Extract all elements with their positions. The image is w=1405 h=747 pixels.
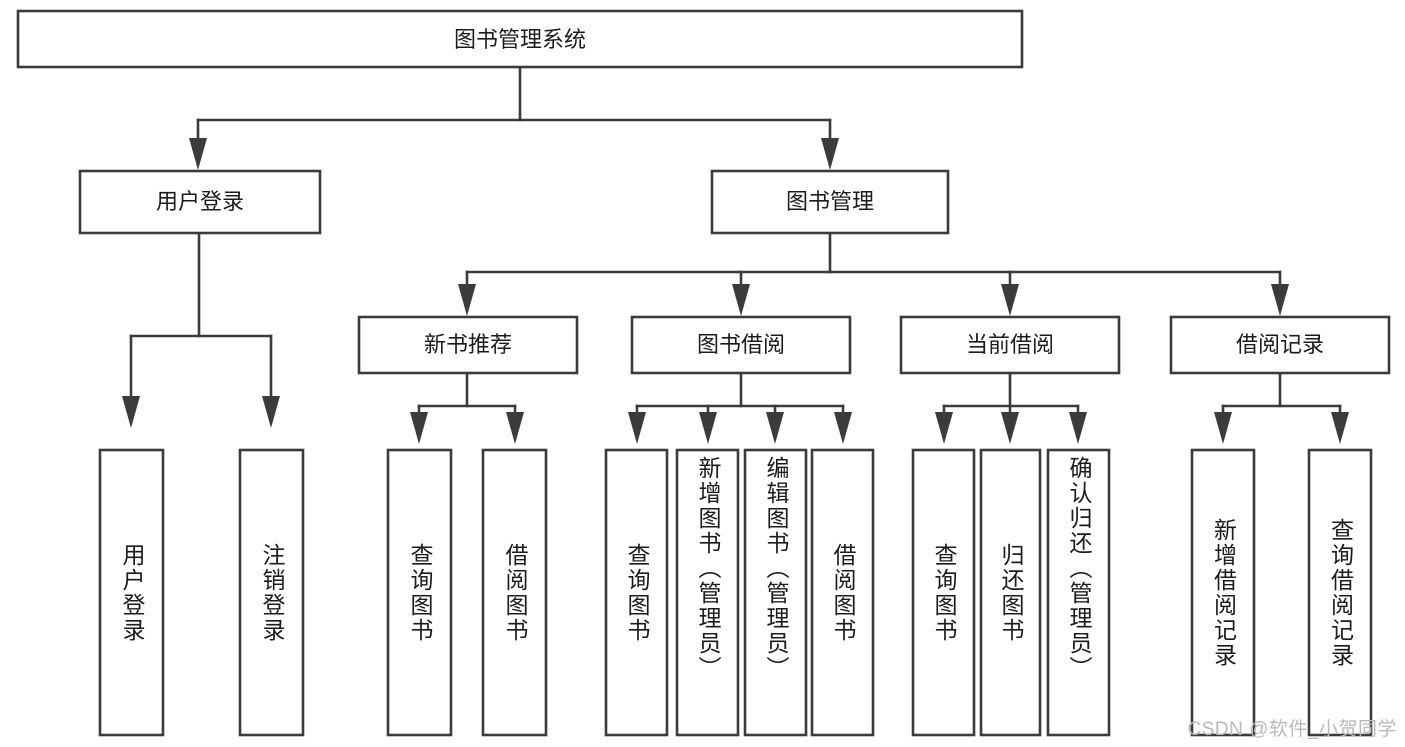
node-borrow-record[interactable]: 借阅记录 — [1169, 315, 1391, 375]
arrow-head-leaf-return-book — [1001, 412, 1019, 444]
node-book-borrow-label: 图书借阅 — [697, 332, 785, 357]
node-book-manage[interactable]: 图书管理 — [710, 169, 950, 235]
leaf-rect-logout-login[interactable] — [238, 448, 305, 737]
edge-group-borrow-record — [1214, 371, 1349, 444]
node-borrow-record-label: 借阅记录 — [1236, 332, 1324, 357]
node-book-manage-rect[interactable] — [710, 169, 950, 235]
leaf-rect-confirm-return[interactable] — [1046, 448, 1111, 737]
arrow-head-borrow-record — [1271, 284, 1289, 316]
leaf-label-borrow-book-2: 借阅图书 — [830, 542, 856, 643]
edge-group-new-book-recommend — [410, 371, 524, 444]
leaf-node-add-book[interactable]: 新增图书（管理员） — [677, 450, 738, 735]
arrow-head-book-borrow — [732, 284, 750, 316]
arrow-head-leaf-query-book-2 — [628, 412, 646, 444]
leaf-label-edit-book: 编辑图书（管理员） — [763, 456, 789, 681]
leaf-rect-add-book[interactable] — [675, 448, 740, 737]
arrow-head-book-manage — [821, 138, 839, 170]
node-current-borrow-rect[interactable] — [899, 315, 1121, 375]
leaf-rect-user-login[interactable] — [98, 448, 165, 737]
leaf-label-logout-login: 注销登录 — [259, 542, 285, 643]
arrow-head-leaf-confirm-return — [1069, 412, 1087, 444]
arrow-head-leaf-user-login — [122, 396, 140, 428]
node-new-book-recommend[interactable]: 新书推荐 — [357, 315, 579, 375]
edge-group-root — [189, 66, 839, 170]
leaf-node-query-record[interactable]: 查询借阅记录 — [1309, 450, 1371, 735]
arrow-head-current-borrow — [1001, 284, 1019, 316]
leaf-rect-add-record[interactable] — [1190, 448, 1256, 737]
leaf-label-query-record: 查询借阅记录 — [1327, 517, 1354, 668]
node-book-borrow[interactable]: 图书借阅 — [630, 315, 852, 375]
arrow-head-leaf-borrow-book-2 — [834, 412, 852, 444]
node-user-login-label: 用户登录 — [156, 189, 244, 214]
leaf-rect-return-book[interactable] — [979, 448, 1042, 737]
arrow-head-user-login — [189, 138, 207, 170]
leaf-label-add-record: 新增借阅记录 — [1210, 517, 1237, 668]
leaf-node-query-book-1[interactable]: 查询图书 — [388, 450, 451, 735]
leaf-rect-query-book-1[interactable] — [386, 448, 453, 737]
leaf-node-query-book-3[interactable]: 查询图书 — [913, 450, 974, 735]
node-root-label: 图书管理系统 — [454, 27, 586, 52]
arrow-head-leaf-borrow-book-1 — [506, 412, 524, 444]
edge-group-current-borrow — [935, 371, 1087, 444]
arrow-head-new-book-recommend — [458, 284, 476, 316]
node-new-book-recommend-label: 新书推荐 — [424, 332, 512, 357]
node-root-rect[interactable] — [16, 9, 1024, 69]
leaf-label-add-book: 新增图书（管理员） — [695, 456, 721, 681]
leaf-rect-group — [98, 448, 1373, 737]
edge-group-user-login — [122, 231, 280, 428]
leaf-node-borrow-book-2[interactable]: 借阅图书 — [812, 450, 873, 735]
leaf-label-query-book-3: 查询图书 — [931, 542, 957, 643]
leaf-label-confirm-return: 确认归还（管理员） — [1066, 456, 1092, 681]
leaf-node-edit-book[interactable]: 编辑图书（管理员） — [745, 450, 806, 735]
node-new-book-recommend-rect[interactable] — [357, 315, 579, 375]
node-user-login[interactable]: 用户登录 — [78, 169, 322, 235]
edge-group-book-manage — [458, 231, 1289, 316]
leaf-rect-query-book-2[interactable] — [604, 448, 669, 737]
arrow-head-leaf-add-book — [699, 412, 717, 444]
leaf-node-user-login[interactable]: 用户登录 — [100, 450, 163, 735]
node-current-borrow-label: 当前借阅 — [966, 332, 1054, 357]
leaf-node-confirm-return[interactable]: 确认归还（管理员） — [1048, 450, 1109, 735]
node-borrow-record-rect[interactable] — [1169, 315, 1391, 375]
leaf-node-logout-login[interactable]: 注销登录 — [240, 450, 303, 735]
leaf-label-query-book-1: 查询图书 — [407, 542, 433, 643]
leaf-rect-borrow-book-1[interactable] — [481, 448, 548, 737]
leaf-rect-edit-book[interactable] — [743, 448, 808, 737]
node-current-borrow[interactable]: 当前借阅 — [899, 315, 1121, 375]
arrow-head-leaf-logout-login — [262, 396, 280, 428]
arrow-head-leaf-query-book-3 — [935, 412, 953, 444]
leaf-rect-query-book-3[interactable] — [911, 448, 976, 737]
node-book-borrow-rect[interactable] — [630, 315, 852, 375]
leaf-rect-borrow-book-2[interactable] — [810, 448, 875, 737]
edge-group-book-borrow — [628, 371, 852, 444]
leaf-label-borrow-book-1: 借阅图书 — [502, 542, 528, 643]
leaf-node-query-book-2[interactable]: 查询图书 — [606, 450, 667, 735]
leaf-rect-query-record[interactable] — [1307, 448, 1373, 737]
leaf-label-user-login: 用户登录 — [119, 542, 145, 643]
arrow-head-leaf-query-record — [1331, 412, 1349, 444]
leaf-label-return-book: 归还图书 — [998, 542, 1024, 643]
node-book-manage-label: 图书管理 — [786, 189, 874, 214]
leaf-label-query-book-2: 查询图书 — [624, 542, 650, 643]
node-root[interactable]: 图书管理系统 — [16, 9, 1024, 69]
node-user-login-rect[interactable] — [78, 169, 322, 235]
arrow-head-leaf-query-book-1 — [410, 412, 428, 444]
leaf-node-return-book[interactable]: 归还图书 — [981, 450, 1040, 735]
csdn-watermark: CSDN @软件_小贺同学 — [1187, 719, 1397, 740]
arrow-head-leaf-add-record — [1214, 412, 1232, 444]
leaf-node-add-record[interactable]: 新增借阅记录 — [1192, 450, 1254, 735]
leaf-node-borrow-book-1[interactable]: 借阅图书 — [483, 450, 546, 735]
arrow-head-leaf-edit-book — [766, 412, 784, 444]
